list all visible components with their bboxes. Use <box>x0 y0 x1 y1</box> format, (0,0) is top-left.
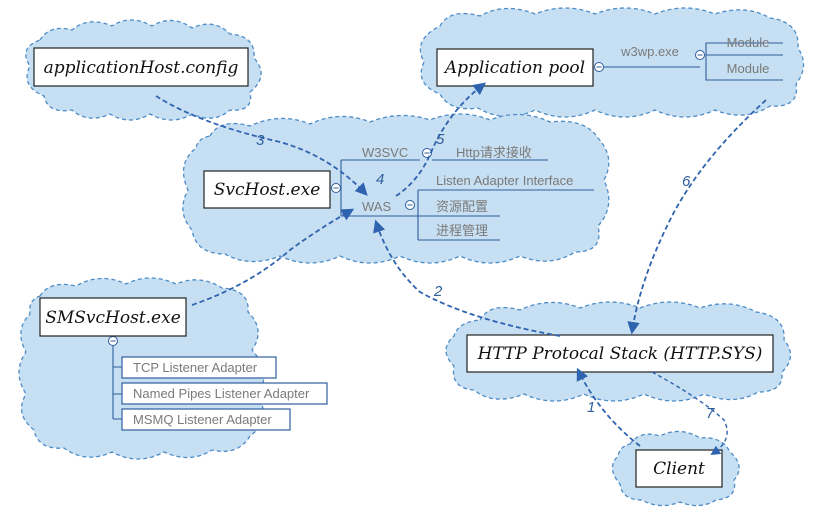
step-label-4: 4 <box>376 171 384 188</box>
msmq-adapter-box[interactable] <box>121 408 291 431</box>
application-pool-box[interactable] <box>436 48 594 87</box>
cloud-application-pool <box>419 7 805 118</box>
module-item-2: Module <box>727 61 770 76</box>
listen-adapter-interface-label: Listen Adapter Interface <box>436 173 573 188</box>
tcp-adapter-box[interactable] <box>121 356 277 379</box>
flow-arrow-7 <box>651 371 728 456</box>
resource-config-label: 资源配置 <box>436 199 488 214</box>
http-stack-label: HTTP Protocal Stack (HTTP.SYS) <box>477 344 763 364</box>
smsvchost-label: SMSvcHost.exe <box>45 308 181 328</box>
flow-arrow-4 <box>191 208 355 306</box>
flow-arrow-5 <box>395 82 487 197</box>
flow-arrow-1 <box>576 367 641 447</box>
named-pipes-adapter-box[interactable] <box>121 382 328 405</box>
client-label: Client <box>653 459 705 479</box>
step-label-3: 3 <box>256 132 265 149</box>
smsvchost-box[interactable] <box>39 297 187 337</box>
flow-arrow-3 <box>155 95 368 196</box>
step-label-6: 6 <box>682 173 691 190</box>
tcp-adapter-label: TCP Listener Adapter <box>133 360 258 375</box>
step-label-7: 7 <box>706 405 715 422</box>
applicationhost-config-box[interactable] <box>33 47 249 87</box>
named-pipes-adapter-label: Named Pipes Listener Adapter <box>133 386 310 401</box>
application-pool-label: Application pool <box>443 58 585 78</box>
flow-arrow-2 <box>373 219 561 337</box>
step-label-5: 5 <box>436 131 445 148</box>
client-box[interactable] <box>635 449 723 488</box>
cloud-svchost <box>182 113 610 264</box>
step-label-2: 2 <box>433 283 443 300</box>
w3svc-label: W3SVC <box>362 145 408 160</box>
svchost-box[interactable] <box>203 170 331 209</box>
flow-arrow-6 <box>627 99 767 335</box>
module-item-1: Module <box>727 35 770 50</box>
http-stack-box[interactable] <box>466 334 774 373</box>
process-management-label: 进程管理 <box>436 223 488 238</box>
step-label-1: 1 <box>587 399 595 416</box>
w3wp-process-label: w3wp.exe <box>620 44 679 59</box>
msmq-adapter-label: MSMQ Listener Adapter <box>133 412 272 427</box>
http-request-receive-label: Http请求接收 <box>456 145 532 160</box>
was-label: WAS <box>362 199 391 214</box>
svchost-label: SvcHost.exe <box>214 180 321 200</box>
applicationhost-config-label: applicationHost.config <box>44 58 239 78</box>
